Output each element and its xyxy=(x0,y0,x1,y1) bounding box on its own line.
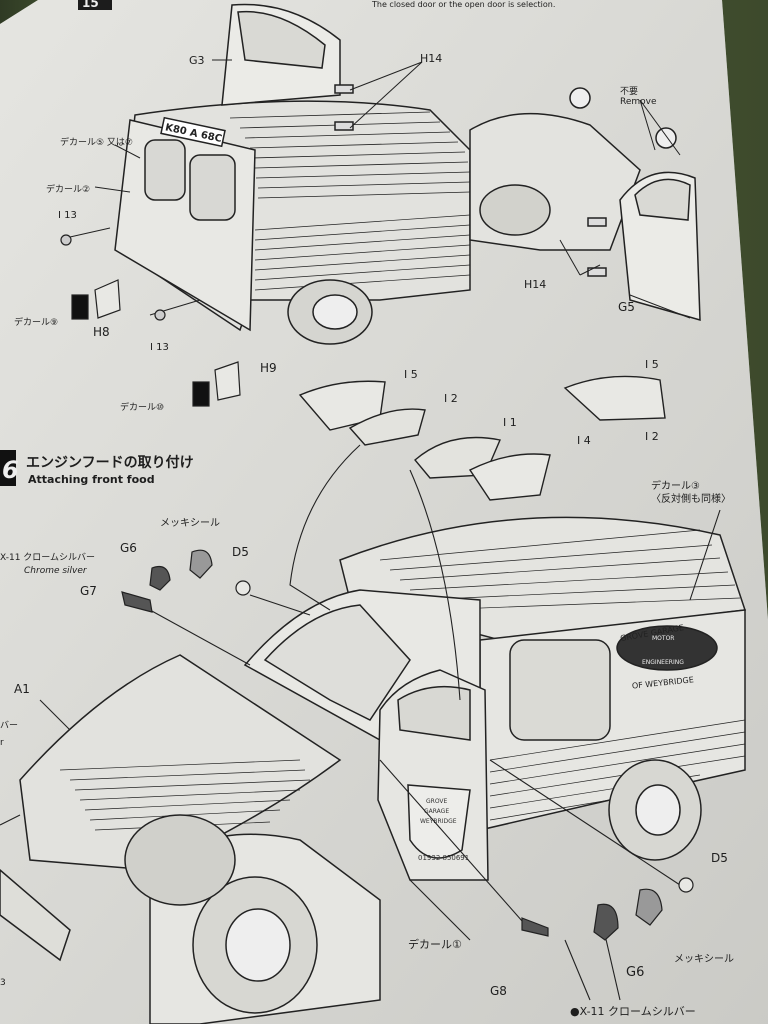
label-g6-bottom: G6 xyxy=(626,965,644,980)
label-a1: A1 xyxy=(14,682,30,696)
label-i13-left: I 13 xyxy=(58,210,77,221)
label-i13-bottom: I 13 xyxy=(150,342,169,353)
step-6-number: 6 xyxy=(2,456,19,484)
label-decal1: デカール① xyxy=(408,937,462,951)
step-15-number: 15 xyxy=(82,0,99,10)
door-g3 xyxy=(221,3,354,131)
label-chrome-silver: Chrome silver xyxy=(24,566,88,576)
label-decal2: デカール② xyxy=(46,183,90,195)
label-i2-left: I 2 xyxy=(444,392,458,405)
lower-van-diagram xyxy=(0,516,747,1024)
step-6-title-en: Attaching front food xyxy=(28,473,155,486)
door-g5 xyxy=(587,171,701,322)
label-decal9: デカール⑨ xyxy=(14,316,58,328)
top-note: The closed door or the open door is sele… xyxy=(371,0,555,9)
label-i5-left: I 5 xyxy=(404,368,418,381)
sign-engineering-text: ENGINEERING xyxy=(642,659,684,666)
label-remove: Remove xyxy=(620,97,657,107)
label-i5-right: I 5 xyxy=(645,358,659,371)
label-h14-bottom: H14 xyxy=(524,278,546,291)
label-g3: G3 xyxy=(189,54,205,67)
label-g8: G8 xyxy=(490,984,507,998)
label-mekki-bottom: メッキシール xyxy=(674,954,734,965)
step-6-title-jp: エンジンフードの取り付け xyxy=(26,454,194,471)
label-h9: H9 xyxy=(260,361,277,375)
door-phone-text: 01932 850691 xyxy=(418,854,469,862)
label-i1: I 1 xyxy=(503,416,517,429)
label-decal3: デカール③ xyxy=(651,479,700,492)
door-garage-text: GARAGE xyxy=(424,808,449,815)
window-parts xyxy=(298,375,666,501)
small-parts-lower xyxy=(121,549,694,941)
label-g6-top: G6 xyxy=(120,541,137,555)
label-i4: I 4 xyxy=(577,434,591,447)
upper-van-diagram xyxy=(114,87,677,345)
label-d5-top: D5 xyxy=(232,545,249,559)
left-edge-bar: バー xyxy=(0,720,18,731)
label-decal3-note: 〈反対側も同様〉 xyxy=(651,492,731,505)
label-g7: G7 xyxy=(80,584,97,598)
left-edge-3: 3 xyxy=(0,978,6,988)
small-parts-upper xyxy=(60,234,241,407)
sign-motor-text: MOTOR xyxy=(652,635,674,642)
label-x11-top: X-11 クロームシルバー xyxy=(0,552,95,563)
left-edge-r: r xyxy=(0,738,4,748)
step-15-badge xyxy=(78,0,112,10)
label-d5-right: D5 xyxy=(711,851,728,865)
step-6-badge xyxy=(0,450,16,486)
label-fuyou: 不要 xyxy=(620,86,638,97)
label-i2-right: I 2 xyxy=(645,430,659,443)
door-weybridge-text: WEYBRIDGE xyxy=(420,818,457,825)
upper-leader-lines xyxy=(69,59,691,319)
label-decal10: デカール⑩ xyxy=(120,401,164,413)
lower-leader-lines xyxy=(0,444,721,1001)
label-g5: G5 xyxy=(618,300,635,314)
label-decal5-or7: デカール⑤ 又は⑦ xyxy=(60,136,133,148)
label-h8: H8 xyxy=(93,325,110,339)
label-x11-bottom: ●X-11 クロームシルバー xyxy=(570,1005,696,1018)
door-grove-text: GROVE xyxy=(426,798,448,805)
label-h14-top: H14 xyxy=(420,52,442,65)
label-mekki-top: メッキシール xyxy=(160,518,220,529)
